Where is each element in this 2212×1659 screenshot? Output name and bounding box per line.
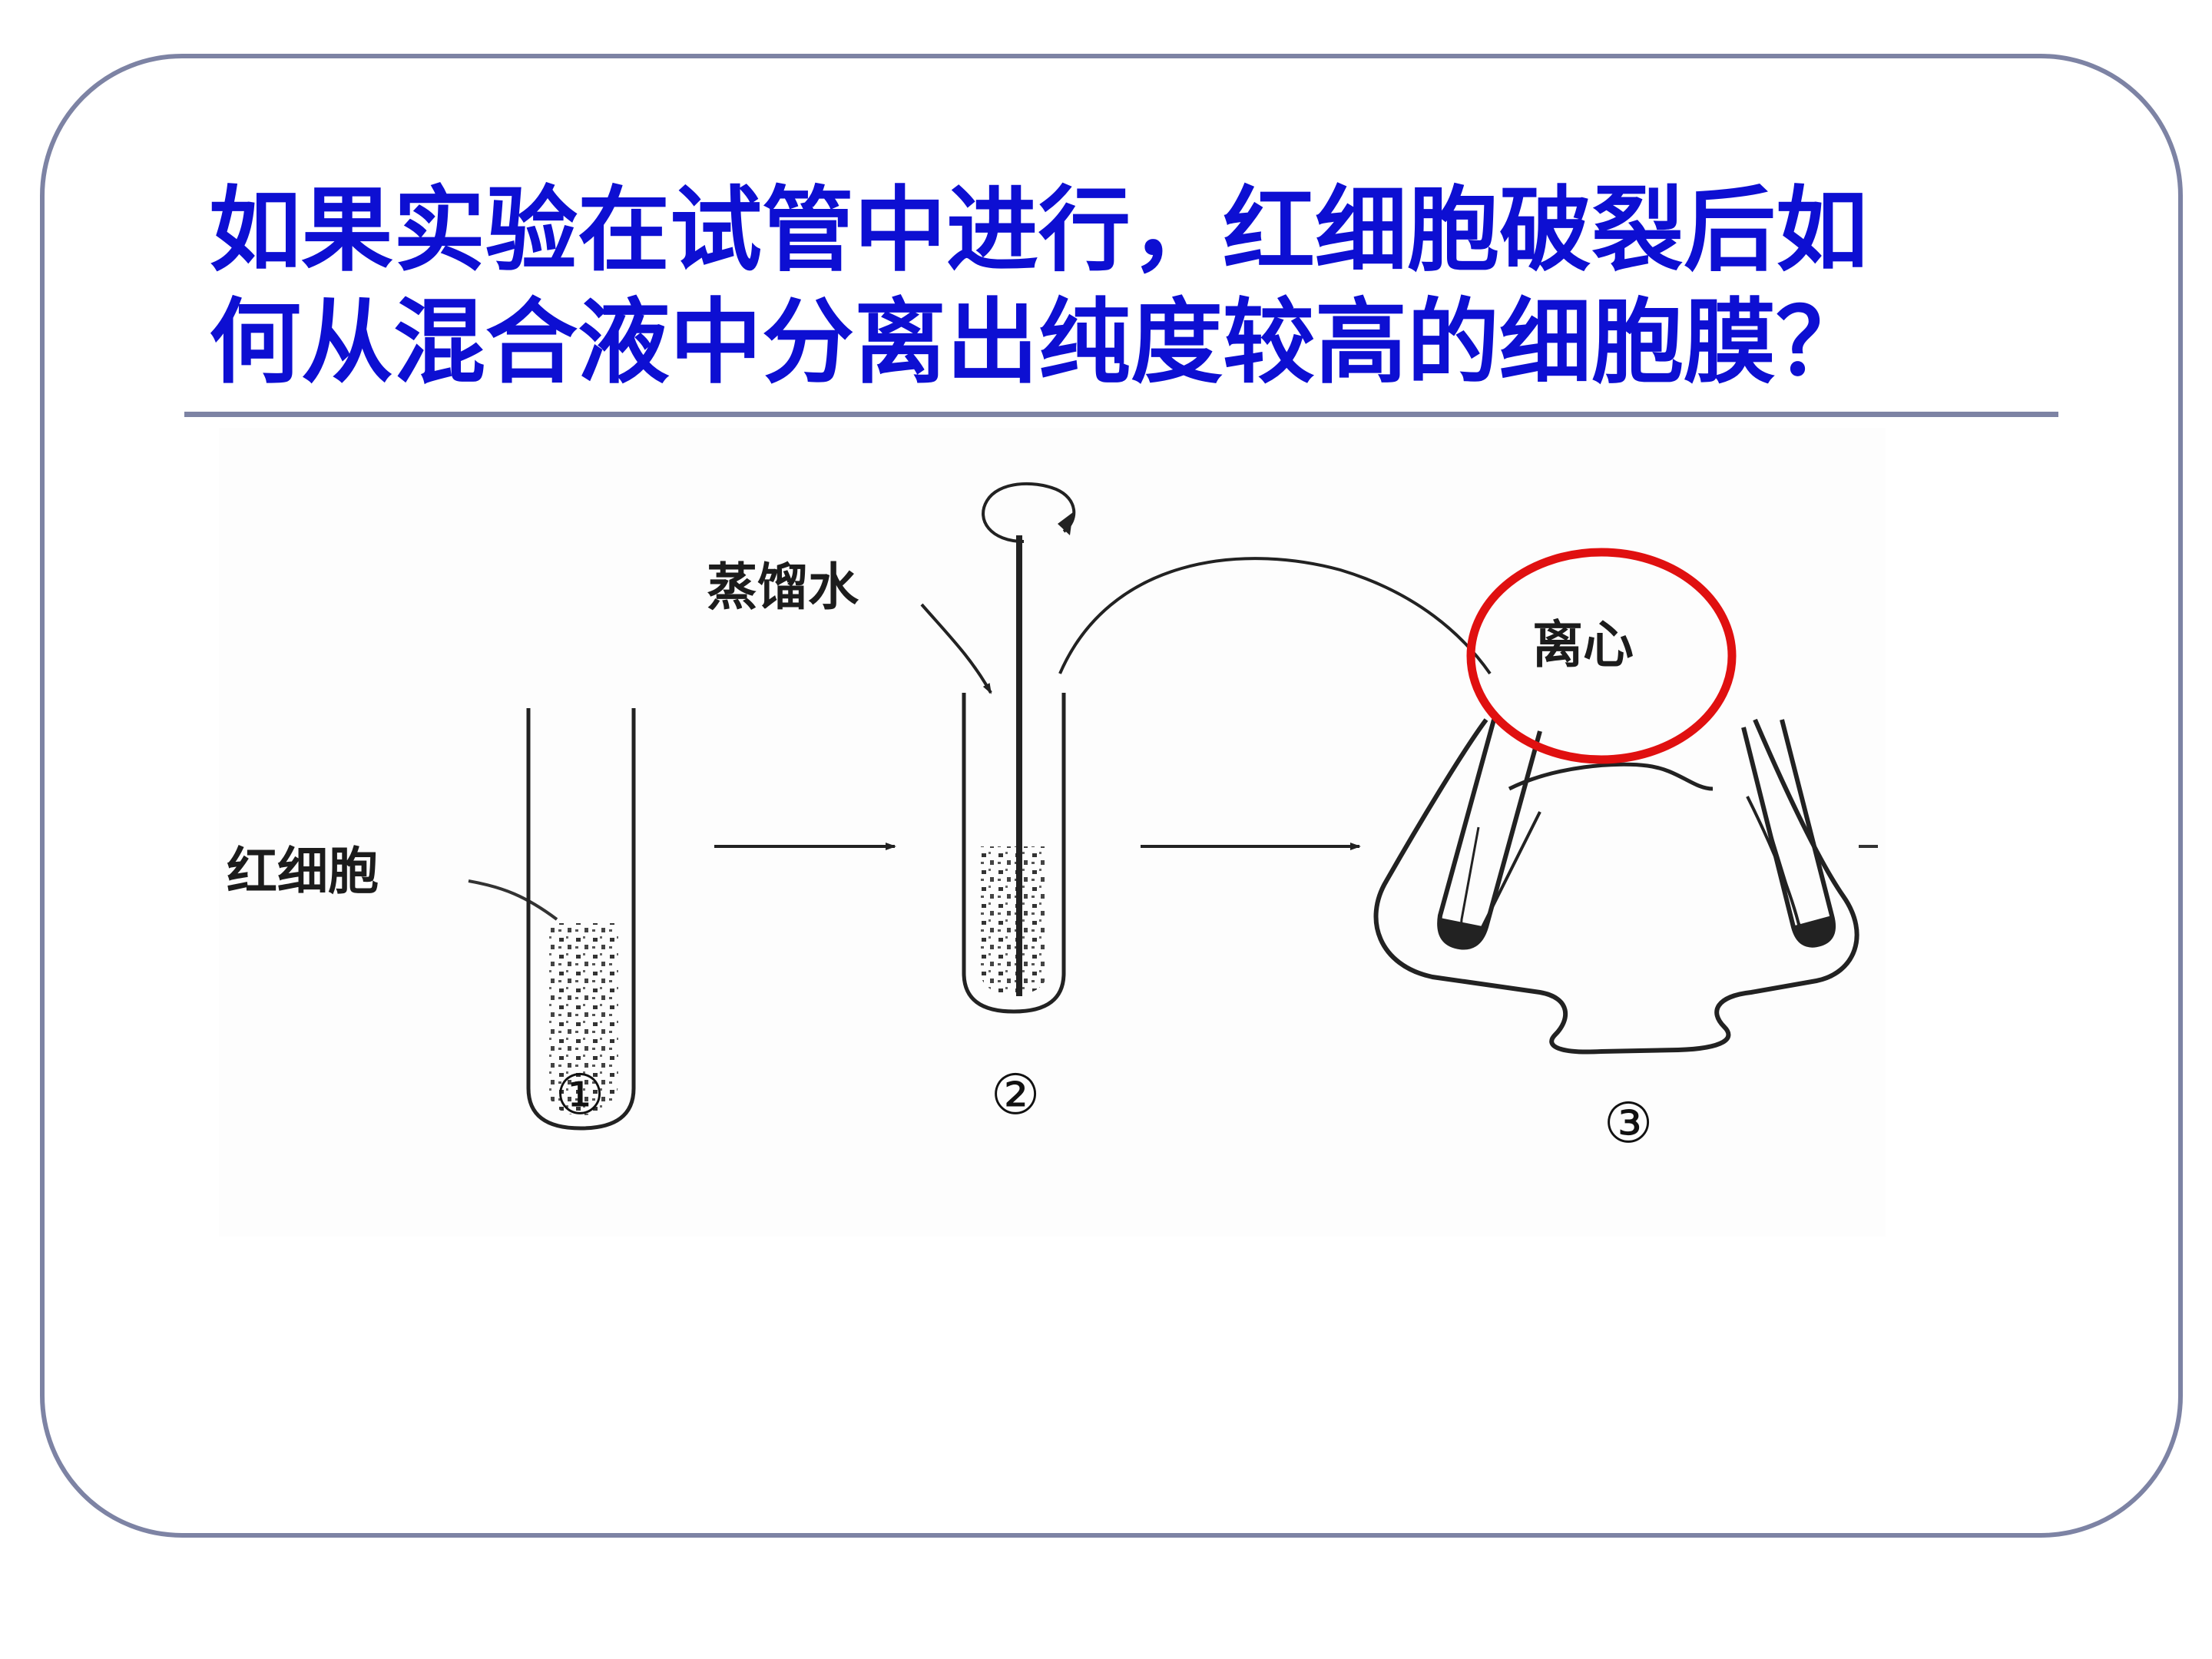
right-tube-pellet bbox=[1795, 916, 1834, 945]
stirring-rotation-icon bbox=[982, 482, 1076, 543]
slide-frame bbox=[40, 54, 2183, 1538]
distilled-water-pointer bbox=[920, 603, 992, 694]
highlight-circle bbox=[1466, 548, 1737, 764]
centrifuge bbox=[1373, 718, 1859, 1055]
slide-title: 如果实验在试管中进行，红细胞破裂后如 何从混合液中分离出纯度较高的细胞膜？ bbox=[209, 175, 2091, 399]
step-number-1: ① bbox=[555, 1062, 605, 1127]
test-tube-1 bbox=[526, 708, 636, 1131]
transfer-curve bbox=[1058, 557, 1492, 675]
title-line-1: 如果实验在试管中进行，红细胞破裂后如 bbox=[209, 177, 1868, 284]
label-red-cells: 红细胞 bbox=[227, 842, 379, 901]
step-number-2: ② bbox=[991, 1062, 1041, 1127]
experiment-diagram-svg: 红细胞 蒸馏水 bbox=[227, 482, 1878, 1155]
rotation-arrowhead bbox=[1058, 512, 1073, 535]
red-cells-leader-line bbox=[468, 879, 558, 921]
label-centrifuge: 离心 bbox=[1532, 615, 1634, 674]
step-number-3: ③ bbox=[1604, 1091, 1654, 1155]
title-divider bbox=[184, 412, 2058, 417]
title-line-2: 何从混合液中分离出纯度较高的细胞膜？ bbox=[209, 290, 1868, 396]
test-tube-2 bbox=[962, 535, 1066, 1014]
label-distilled-water: 蒸馏水 bbox=[707, 558, 859, 617]
experiment-diagram: 红细胞 蒸馏水 bbox=[219, 428, 1886, 1237]
left-tube-pellet bbox=[1439, 918, 1486, 948]
